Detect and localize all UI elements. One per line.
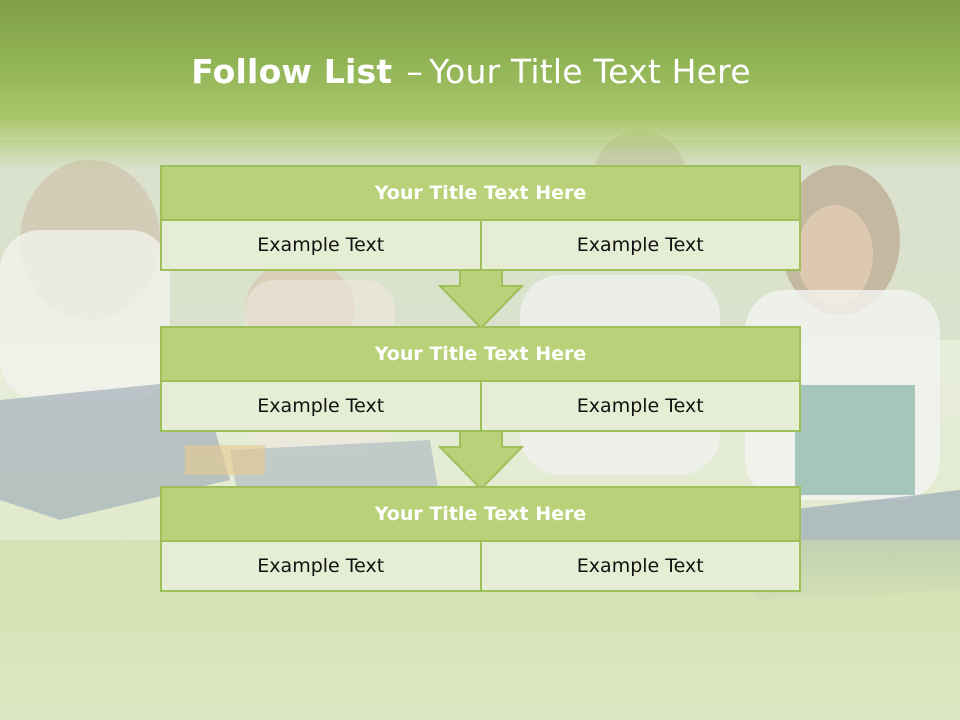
arrow-down-icon (438, 270, 524, 330)
slide-title-dash: – (406, 52, 424, 91)
step-cell-right: Example Text (479, 382, 801, 432)
step-cell-right: Example Text (479, 542, 801, 592)
step-title: Your Title Text Here (160, 486, 801, 542)
header-band (0, 0, 960, 170)
step-cell-left: Example Text (160, 221, 480, 271)
step-cell-right: Example Text (479, 221, 801, 271)
flow-step-1: Your Title Text Here Example Text Exampl… (160, 165, 801, 271)
flow-step-3: Your Title Text Here Example Text Exampl… (160, 486, 801, 592)
step-title: Your Title Text Here (160, 326, 801, 382)
slide-title-rest: Your Title Text Here (429, 52, 751, 91)
step-cell-left: Example Text (160, 382, 480, 432)
flow-step-2: Your Title Text Here Example Text Exampl… (160, 326, 801, 432)
step-cell-left: Example Text (160, 542, 480, 592)
step-title: Your Title Text Here (160, 165, 801, 221)
step-cells: Example Text Example Text (160, 221, 801, 271)
arrow-down-icon (438, 431, 524, 491)
step-cells: Example Text Example Text (160, 382, 801, 432)
slide-title: Follow List–Your Title Text Here (0, 52, 942, 91)
step-cells: Example Text Example Text (160, 542, 801, 592)
slide-title-bold: Follow List (191, 52, 393, 91)
